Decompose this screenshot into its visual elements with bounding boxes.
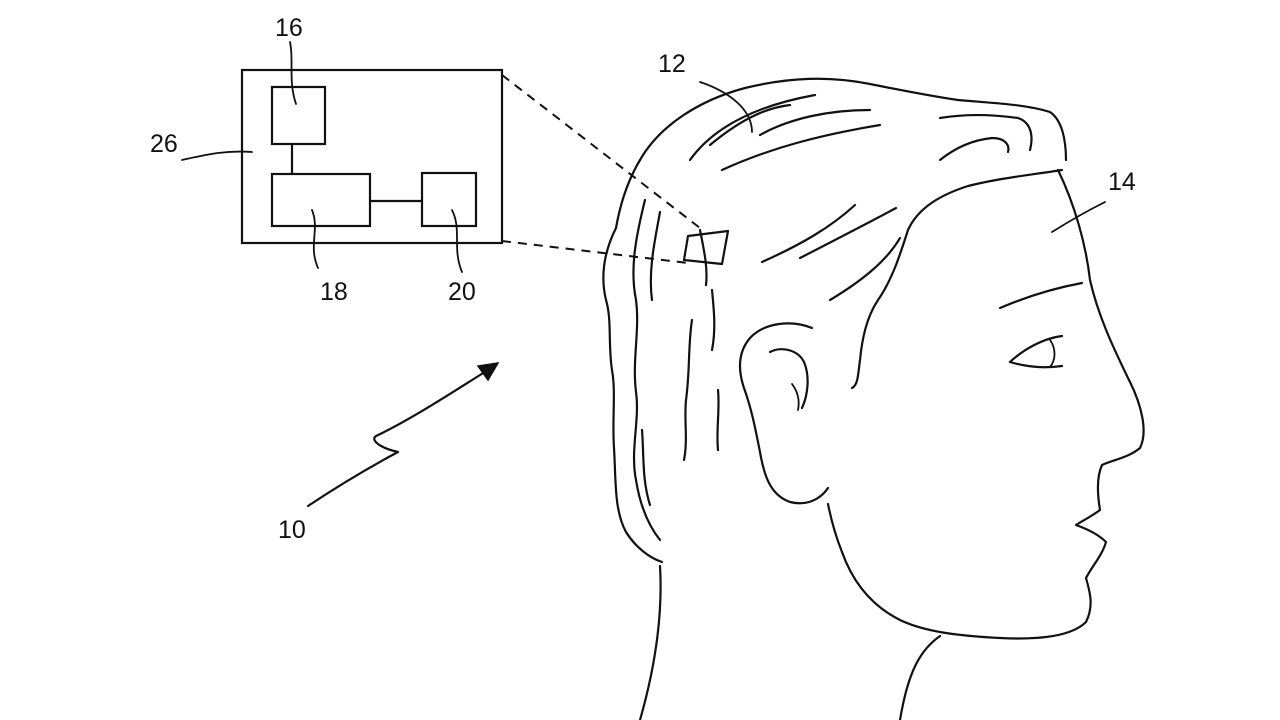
hair-strand-12 xyxy=(710,288,716,352)
hair-strand-7 xyxy=(760,203,857,264)
eye-upper xyxy=(1008,334,1064,364)
face-profile xyxy=(826,168,1145,640)
ear-inner xyxy=(768,348,809,410)
hair-strand-15 xyxy=(640,428,652,507)
reference-labels: 16 26 18 20 12 14 10 xyxy=(150,14,1136,544)
label-14: 14 xyxy=(1108,168,1136,196)
neck-back xyxy=(638,564,662,720)
leader-16 xyxy=(289,41,297,105)
hair-strand-6 xyxy=(938,136,1010,162)
hair-strand-9 xyxy=(828,236,902,302)
eyebrow xyxy=(998,281,1084,310)
leader-18 xyxy=(311,209,319,269)
ear-outer xyxy=(738,322,830,505)
projection-line-lower xyxy=(501,240,689,264)
device-12 xyxy=(682,229,730,266)
projection-line-upper xyxy=(501,74,701,229)
head-drawing xyxy=(602,77,1145,720)
component-16-block xyxy=(270,85,327,146)
eye-lower xyxy=(1008,360,1064,369)
leader-20 xyxy=(451,209,463,273)
system-lightning-arrow xyxy=(306,368,490,508)
hair-front-line xyxy=(850,168,1064,390)
hair-strand-13 xyxy=(716,388,720,452)
hair-inner-back xyxy=(632,198,662,542)
hair-strand-3 xyxy=(720,123,882,172)
neck-front xyxy=(898,634,942,720)
label-20: 20 xyxy=(448,278,476,306)
hair-strand-1 xyxy=(688,93,817,162)
hair-strand-4 xyxy=(758,108,872,137)
label-16: 16 xyxy=(275,14,303,42)
enlarged-detail-view xyxy=(240,68,504,245)
label-26: 26 xyxy=(150,130,178,158)
label-12: 12 xyxy=(658,50,686,78)
arrowhead-icon xyxy=(476,362,500,382)
component-18-block xyxy=(270,172,372,228)
hair-strand-11 xyxy=(682,318,694,462)
leader-26 xyxy=(181,150,253,161)
projection-lines xyxy=(501,74,701,264)
hair-strand-14 xyxy=(698,228,708,287)
label-18: 18 xyxy=(320,278,348,306)
hair-strand-5 xyxy=(938,113,1033,152)
hair-top-outline xyxy=(638,77,1068,162)
hair-strand-2 xyxy=(708,103,792,147)
leader-12 xyxy=(699,81,753,133)
hair-strand-10 xyxy=(649,210,662,302)
leader-lines xyxy=(181,41,1106,508)
hair-back-outline xyxy=(602,158,664,564)
leader-14 xyxy=(1051,201,1106,233)
ear-fold xyxy=(791,383,800,411)
label-10: 10 xyxy=(278,516,306,544)
component-20-block xyxy=(420,171,478,228)
hair-strand-8 xyxy=(798,206,898,260)
eye-iris xyxy=(1049,339,1056,368)
